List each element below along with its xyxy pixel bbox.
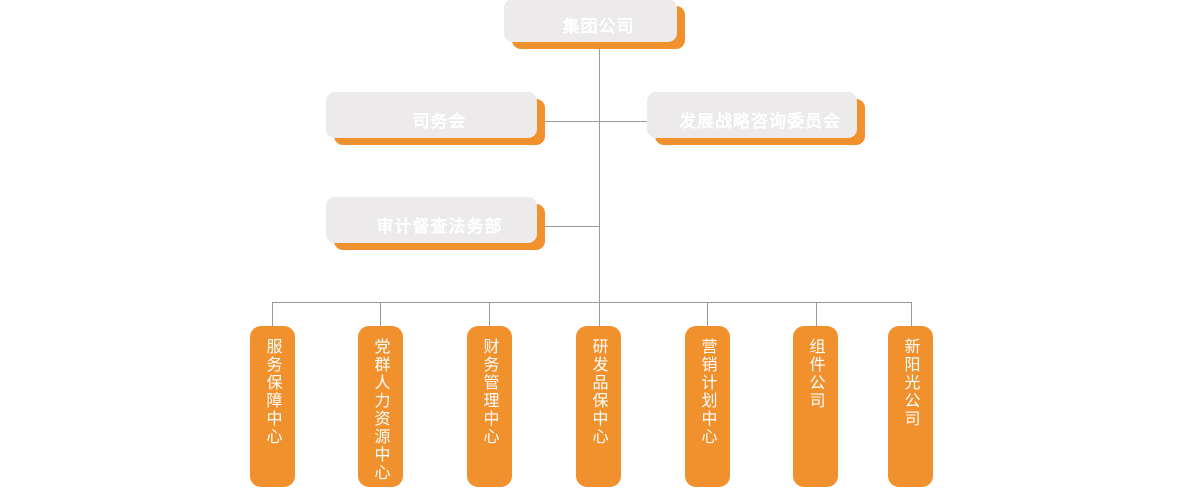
- drop-line-4: [599, 302, 600, 327]
- node-department-finance[interactable]: 财务管理中心: [467, 326, 512, 487]
- node-label-audit-legal-department: 审计督查法务部: [376, 216, 503, 237]
- department-bus-line: [272, 302, 912, 303]
- node-group-company[interactable]: 集团公司: [504, 0, 685, 49]
- node-label-department: 党群人力资源中心: [371, 338, 391, 482]
- node-label-siwuhui: 司务会: [412, 111, 467, 132]
- drop-line-7: [911, 302, 912, 327]
- connector-audit-dept: [545, 226, 600, 227]
- node-shadow-plate: [326, 92, 537, 138]
- node-label-department: 组件公司: [806, 338, 826, 410]
- node-department-service-support[interactable]: 服务保障中心: [250, 326, 295, 487]
- node-strategy-advisory-committee[interactable]: 发展战略咨询委员会: [647, 92, 865, 145]
- drop-line-6: [816, 302, 817, 327]
- node-department-rd-quality[interactable]: 研发品保中心: [576, 326, 621, 487]
- node-audit-legal-department[interactable]: 审计督查法务部: [326, 197, 545, 250]
- drop-line-3: [489, 302, 490, 327]
- connector-committee-right: [599, 121, 656, 122]
- node-siwuhui[interactable]: 司务会: [326, 92, 545, 145]
- node-label-department: 服务保障中心: [263, 338, 283, 446]
- trunk-line-vertical: [599, 48, 600, 302]
- node-shadow-plate: [504, 0, 677, 42]
- node-subsidiary-xinyangguang-company[interactable]: 新阳光公司: [888, 326, 933, 487]
- drop-line-5: [707, 302, 708, 327]
- node-subsidiary-module-company[interactable]: 组件公司: [793, 326, 838, 487]
- node-shadow-plate: [647, 92, 857, 138]
- connector-committee-left: [545, 121, 600, 122]
- node-label-group-company: 集团公司: [562, 17, 635, 37]
- node-label-department: 营销计划中心: [698, 338, 718, 446]
- node-label-department: 财务管理中心: [480, 338, 500, 446]
- drop-line-1: [272, 302, 273, 327]
- node-label-strategy-advisory-committee: 发展战略咨询委员会: [679, 111, 841, 132]
- node-department-marketing-planning[interactable]: 营销计划中心: [685, 326, 730, 487]
- node-shadow-plate: [326, 197, 537, 243]
- drop-line-2: [380, 302, 381, 327]
- node-department-party-hr[interactable]: 党群人力资源中心: [358, 326, 403, 487]
- node-label-department: 新阳光公司: [901, 338, 921, 428]
- node-label-department: 研发品保中心: [589, 338, 609, 446]
